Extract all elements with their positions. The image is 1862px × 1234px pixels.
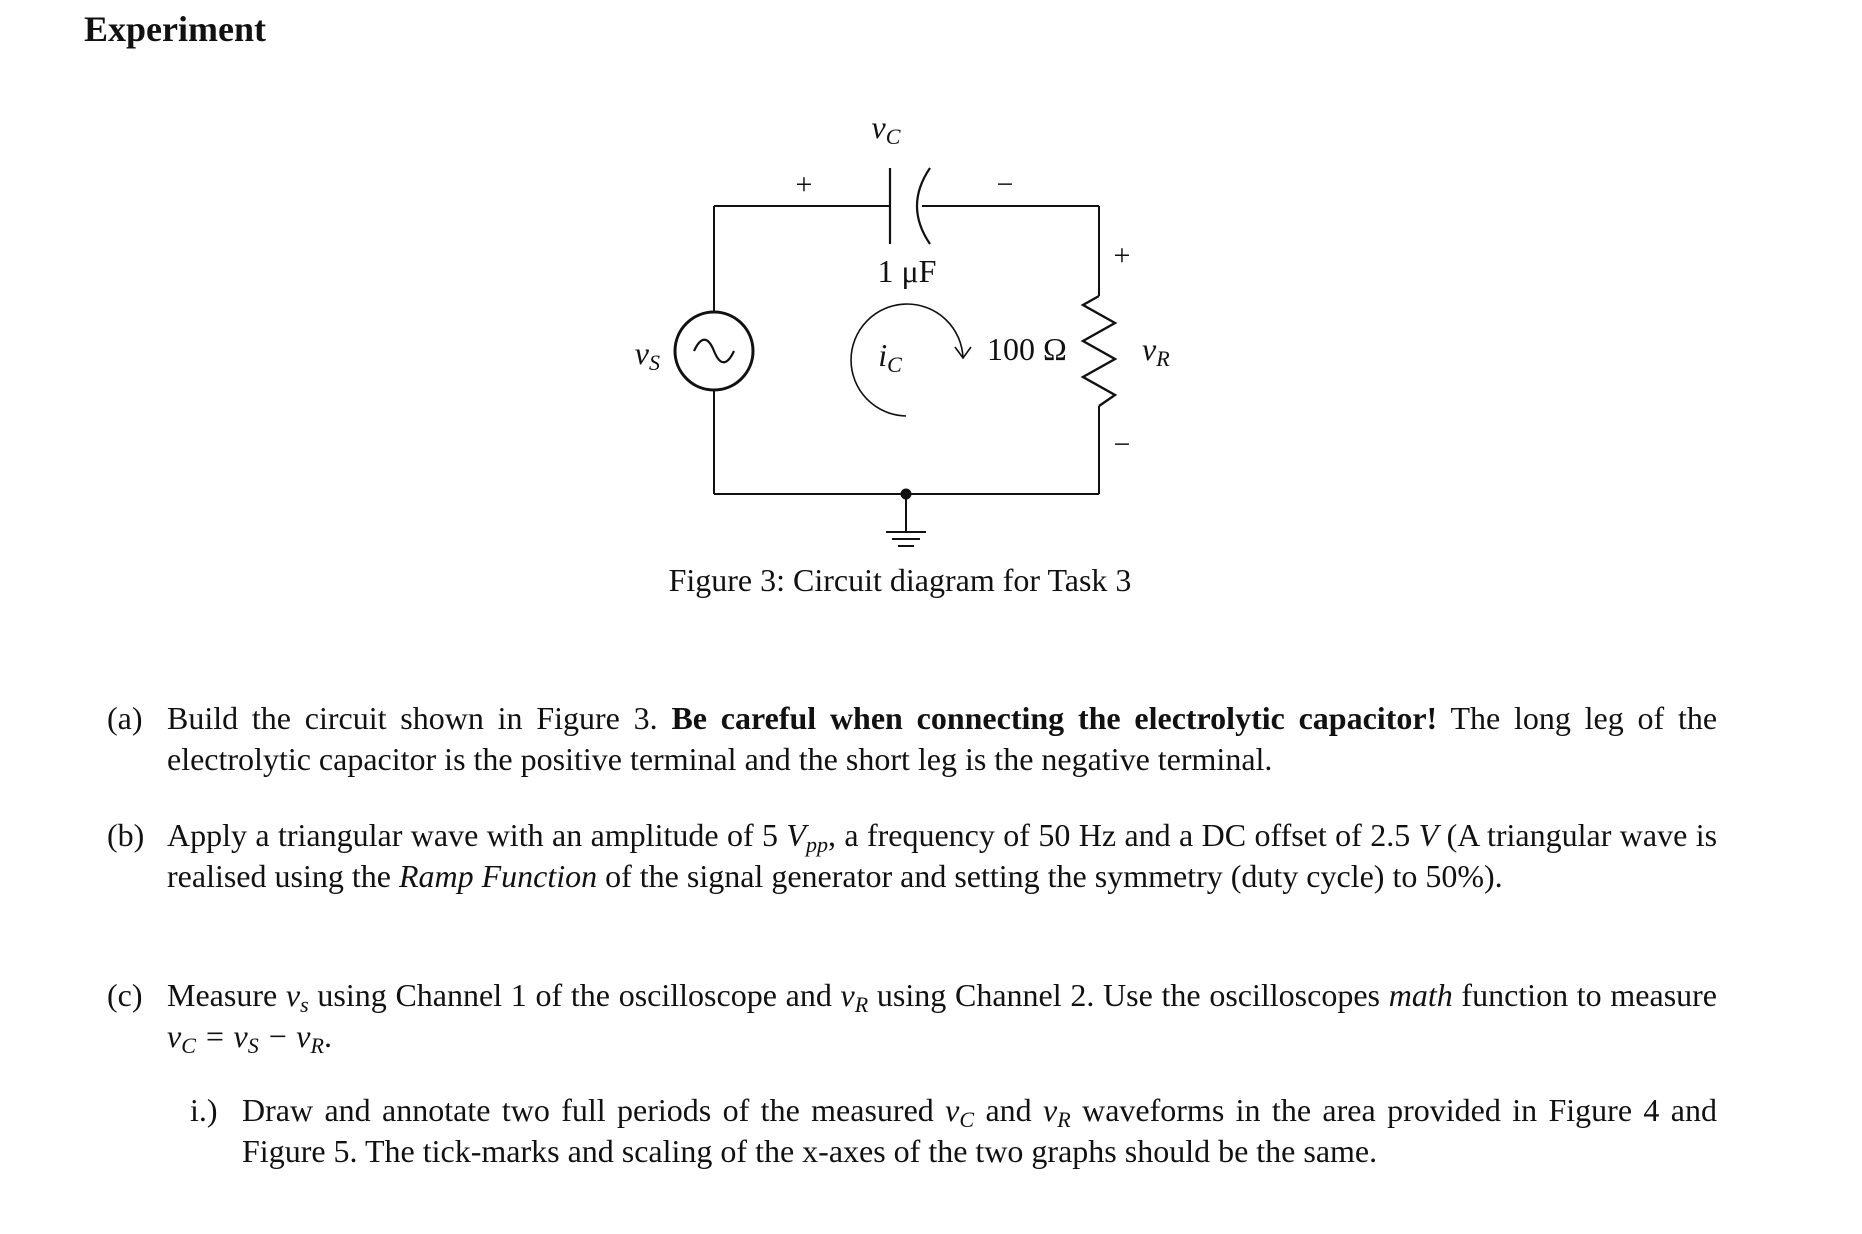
ramp-function-term: Ramp Function xyxy=(398,858,598,894)
item-text: Draw and annotate two full periods of th… xyxy=(242,1092,1718,1169)
item-text: Measure vs using Channel 1 of the oscill… xyxy=(167,977,1717,1058)
current-label: iC xyxy=(878,337,902,377)
resistor-voltage-label: vR xyxy=(1142,331,1170,371)
capacitor-icon xyxy=(888,167,931,245)
resistor-plus-sign: + xyxy=(1114,239,1131,272)
capacitor-minus-sign: − xyxy=(997,168,1014,201)
item-text: Apply a triangular wave with an amplitud… xyxy=(167,817,1718,894)
resistor-minus-sign: − xyxy=(1114,428,1131,461)
item-text: Build the circuit shown in Figure 3. Be … xyxy=(167,700,1718,777)
section-heading: Experiment xyxy=(84,9,266,49)
ground-node-dot xyxy=(900,488,912,500)
ground-icon xyxy=(886,531,926,547)
task-item-c-i: i.) Draw and annotate two full periods o… xyxy=(190,1090,1717,1172)
item-label: i.) xyxy=(190,1092,218,1128)
capacitor-voltage-label: vC xyxy=(872,109,901,149)
source-voltage-label: vS xyxy=(635,335,660,375)
item-label: (c) xyxy=(107,977,143,1013)
capacitor-plus-sign: + xyxy=(796,168,813,201)
warning-text: Be careful when connecting the electroly… xyxy=(671,700,1438,736)
task-item-b: (b) Apply a triangular wave with an ampl… xyxy=(107,815,1717,897)
figure-caption: Figure 3: Circuit diagram for Task 3 xyxy=(668,562,1132,598)
current-arrow-icon xyxy=(850,303,972,417)
resistor-icon xyxy=(1080,294,1118,407)
capacitance-label: 1 μF xyxy=(878,253,937,289)
resistance-label: 100 Ω xyxy=(987,331,1067,367)
item-label: (b) xyxy=(107,817,145,853)
task-item-c: (c) Measure vs using Channel 1 of the os… xyxy=(107,975,1717,1057)
task-item-a: (a) Build the circuit shown in Figure 3.… xyxy=(107,698,1717,780)
item-label: (a) xyxy=(107,700,143,736)
ac-source-icon xyxy=(673,310,755,392)
circuit-diagram: vC + − 1 μF vS iC 100 Ω + vR − xyxy=(635,109,1170,547)
